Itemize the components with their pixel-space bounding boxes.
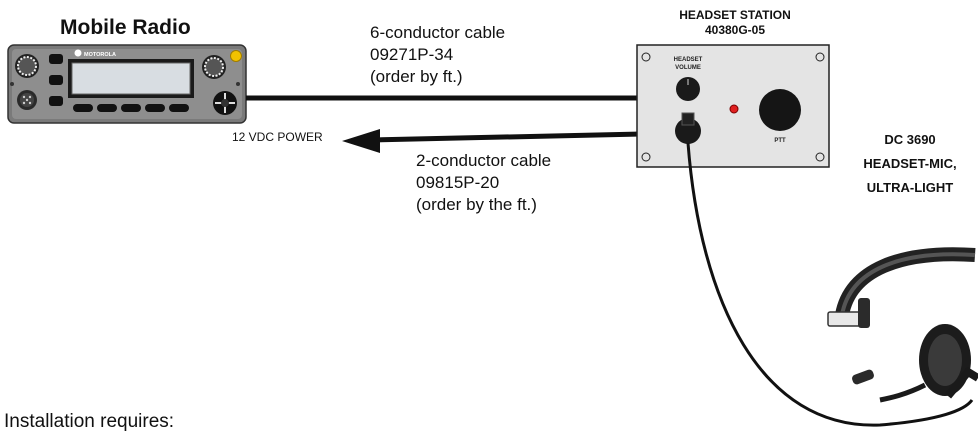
- screw-icon: [641, 152, 651, 162]
- station-title-line1: HEADSET STATION: [679, 8, 791, 22]
- headset-station-title: HEADSET STATION 40380G-05: [650, 8, 820, 38]
- headset-type: HEADSET-MIC,: [863, 156, 957, 171]
- cable1-part-number: 09271P-34: [370, 45, 454, 64]
- radio-side-button: [49, 54, 63, 64]
- power-cable: [342, 129, 641, 153]
- cable2-order-note: (order by the ft.): [416, 195, 537, 214]
- screw-icon: [641, 52, 651, 62]
- ptt-label: PTT: [774, 138, 786, 144]
- six-conductor-cable-label: 6-conductor cable 09271P-34 (order by ft…: [370, 22, 505, 88]
- radio-side-button: [49, 75, 63, 85]
- volume-label-line2: VOLUME: [675, 65, 701, 71]
- headset-title: DC 3690 HEADSET-MIC, ULTRA-LIGHT: [840, 128, 978, 200]
- radio-soft-button: [121, 104, 141, 112]
- mobile-radio: MOTOROLA: [7, 44, 247, 124]
- microphone-icon: [852, 369, 874, 385]
- mobile-radio-title: Mobile Radio: [60, 16, 191, 39]
- power-label: 12 VDC POWER: [232, 130, 323, 144]
- led-indicator: [729, 104, 739, 114]
- installation-requires-text: Installation requires:: [4, 411, 175, 432]
- volume-label-line1: HEADSET: [674, 57, 703, 63]
- station-model-number: 40380G-05: [704, 23, 766, 37]
- arrow-left-icon: [342, 129, 380, 153]
- cable2-line1: 2-conductor cable: [416, 151, 552, 170]
- headset-jack-icon: [675, 112, 701, 144]
- headset-station: HEADSET VOLUME PTT: [636, 44, 830, 168]
- radio-left-knob: [15, 54, 39, 78]
- radio-indicator-light: [230, 50, 242, 62]
- ptt-button-icon: [759, 89, 801, 131]
- radio-right-knob: [202, 55, 226, 79]
- radio-connector: [17, 90, 37, 110]
- cable2-part-number: 09815P-20: [416, 173, 500, 192]
- headset-cord: [686, 142, 974, 427]
- cable1-line1: 6-conductor cable: [370, 23, 506, 42]
- headset-variant: ULTRA-LIGHT: [866, 180, 954, 195]
- radio-soft-button: [169, 104, 189, 112]
- radio-nav-pad: [213, 91, 237, 115]
- motorola-logo-icon: [74, 49, 82, 57]
- radio-brand: MOTOROLA: [84, 52, 116, 58]
- cable1-order-note: (order by ft.): [370, 67, 463, 86]
- radio-soft-button: [73, 104, 93, 112]
- two-conductor-cable-label: 2-conductor cable 09815P-20 (order by th…: [416, 150, 551, 216]
- radio-soft-button: [145, 104, 165, 112]
- volume-knob-icon: [676, 77, 700, 101]
- radio-soft-button: [97, 104, 117, 112]
- radio-side-button: [49, 96, 63, 106]
- headset-model: DC 3690: [884, 132, 936, 147]
- screw-icon: [815, 52, 825, 62]
- headset-illustration: [827, 247, 978, 403]
- radio-screen: [68, 59, 194, 98]
- screw-icon: [815, 152, 825, 162]
